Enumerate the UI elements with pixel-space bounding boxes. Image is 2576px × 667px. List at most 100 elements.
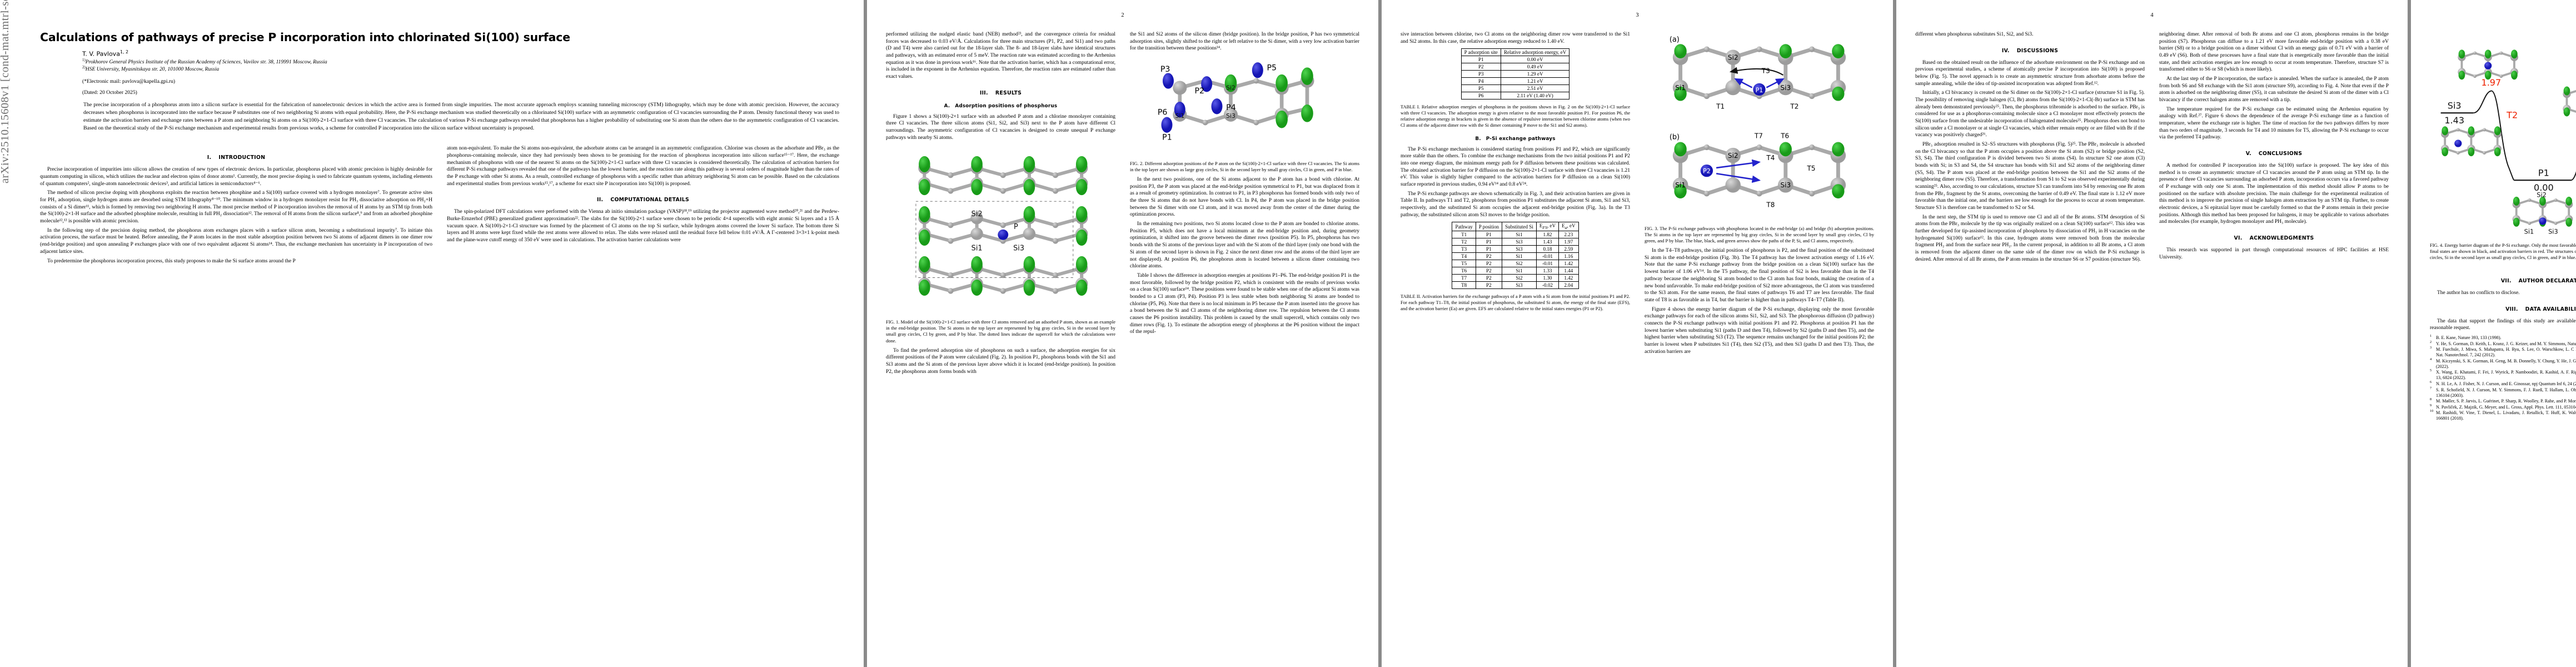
table-2-header-cell: Pathway: [1452, 222, 1476, 232]
figure-3a-svg: Si2 Si1 Si3 P1 T3 T1 T2 (a): [1670, 36, 1846, 110]
figure-3-caption: FIG. 3. The P-Si exchange pathways with …: [1645, 226, 1874, 244]
page-number: 2: [1121, 12, 1124, 18]
section-heading-data-availability: VIII.DATA AVAILABILITY: [2505, 306, 2576, 312]
atom-label-si2: Si2: [1728, 54, 1738, 62]
atom-label-si1: Si1: [1675, 181, 1686, 189]
atom-label-p5: P5: [1267, 63, 1277, 72]
figure-1: Si2 P Si1 Si3 FIG. 1. Model of the Si(10…: [886, 149, 1115, 344]
contact-email: (*Electronic mail: pavlova@kapella.gpi.r…: [82, 78, 176, 84]
figure-4-caption: FIG. 4. Energy barrier diagram of the P-…: [2430, 242, 2576, 261]
paragraph: Table I shows the difference in adsorpti…: [1130, 272, 1359, 335]
section-heading-discussions: IV.DISCUSSIONS: [2001, 47, 2059, 54]
paragraph: Initially, a Cl bivacancy is created on …: [1915, 90, 2145, 138]
paragraph: To predetermine the phosphorus incorpora…: [47, 258, 296, 264]
pathway-label-t8: T8: [1766, 201, 1775, 208]
atom-label-p1: P1: [1756, 87, 1763, 94]
subsection-heading-exchange-pathways: B.P-Si exchange pathways: [1475, 136, 1556, 142]
atom-label-p2: P2: [1703, 167, 1711, 175]
atom-label-si2: Si2: [971, 210, 983, 218]
atom-label-si3: Si3: [2548, 228, 2558, 236]
paragraph: PBr₃ adsorption resulted in S2–S5 struct…: [1915, 142, 2145, 211]
atom-label-si1: Si1: [1675, 84, 1686, 92]
page-1-columns: I.INTRODUCTION Precise incorporation of …: [40, 145, 839, 265]
paragraph: A method for controlled P incorporation …: [2159, 163, 2389, 225]
table-1-caption: TABLE I. Relative adsorption energies of…: [1401, 104, 1630, 128]
page-number: 4: [2150, 12, 2154, 18]
atom-label-si1: Si1: [1175, 112, 1184, 120]
section-heading-results: III.RESULTS: [979, 89, 1022, 96]
atom-label-si2: Si2: [1226, 84, 1235, 91]
paragraph: In the next two positions, one of the Si…: [1130, 177, 1359, 218]
paragraph: Figure 4 shows the energy barrier diagra…: [1645, 306, 1874, 355]
table-row: P adsorption site Relative adsorption en…: [1461, 48, 1570, 57]
paragraph: performed utilizing the nudged elastic b…: [886, 32, 1115, 80]
figure-2-molecule-model: P3 P5 P6 P2 P4 Si2 Si3 Si1 P1: [1130, 60, 1359, 158]
page-title: Calculations of pathways of precise P in…: [40, 31, 570, 44]
atom-label-si3: Si3: [1226, 112, 1235, 120]
initial-final-structures: [2440, 125, 2574, 228]
paragraph: The P-Si exchange mechanism is considere…: [1401, 146, 1630, 187]
pathway-label-t5: T5: [1807, 165, 1816, 172]
paragraph: The P-Si exchange pathways are shown sch…: [1401, 191, 1630, 218]
page-4-columns: different when phosphorus substitutes Si…: [1915, 31, 2389, 263]
paragraph: In the T4–T8 pathways, the initial posit…: [1645, 248, 1874, 303]
atom-label-si2: Si2: [1728, 152, 1738, 160]
section-heading-acknowledgments: VI.ACKNOWLEDGMENTS: [2234, 235, 2314, 242]
page-5-column-left: VII.AUTHOR DECLARATION The author has no…: [2430, 268, 2576, 422]
date-line: (Dated: 20 October 2025): [82, 89, 137, 96]
section-heading-author-declaration: VII.AUTHOR DECLARATION: [2500, 278, 2576, 285]
figure-2: P3 P5 P6 P2 P4 Si2 Si3 Si1 P1 FIG. 2.: [1130, 60, 1359, 173]
figure-2-svg: P3 P5 P6 P2 P4 Si2 Si3 Si1 P1: [1158, 62, 1314, 142]
figure-3-panel-b: P2 Si2 Si1 Si3 T7 T6 T5 T4 T8 (b): [1645, 127, 1874, 222]
atom-label-si1: Si1: [2524, 228, 2534, 236]
paragraph: Based on the obtained result on the infl…: [1915, 59, 2145, 87]
paragraph: different when phosphorus substitutes Si…: [1915, 32, 2034, 37]
pathway-label-t7: T7: [1754, 132, 1763, 140]
page-1-column-left: I.INTRODUCTION Precise incorporation of …: [40, 145, 432, 265]
arxiv-identifier-stamp: arXiv:2510.15608v1 [cond-mat.mtrl-sci] 1…: [0, 0, 11, 183]
state-label-si3: Si3: [2448, 101, 2462, 111]
paper-page-2: 2 performed utilizing the nudged elastic…: [867, 0, 1378, 667]
paper-page-4: 4 different when phosphorus substitutes …: [1896, 0, 2408, 667]
panel-label-b: (b): [1670, 133, 1680, 141]
page-number: 3: [1636, 12, 1639, 18]
paragraph: atom non-equivalent. To make the Si atom…: [447, 146, 839, 187]
figure-4-svg: Si3 1.43 P1 0.00 P2 0.49 Si1 0.48 Si2 0.…: [2440, 48, 2576, 236]
page-1-column-right: atom non-equivalent. To make the Si atom…: [447, 145, 839, 265]
figure-1-caption: FIG. 1. Model of the Si(100)-2×1-Cl surf…: [886, 319, 1115, 344]
paragraph: The data that support the findings of th…: [2430, 318, 2576, 331]
atom-label-p6: P6: [1158, 108, 1168, 117]
state-energy-si3: 1.43: [2444, 115, 2464, 126]
table-1-header-cell: P adsorption site: [1461, 48, 1501, 57]
paragraph: neighboring dimer. After removal of both…: [2159, 32, 2389, 73]
section-heading-computational-details: II.COMPUTATIONAL DETAILS: [597, 197, 689, 203]
paragraph: the Si1 and Si2 atoms of the silicon dim…: [1130, 32, 1359, 52]
table-2: Pathway P position Substituted Si EFS, e…: [1452, 222, 1579, 290]
paper-page-5: 5: [2411, 0, 2576, 667]
state-labels: Si3 1.43 P1 0.00 P2 0.49 Si1 0.48 Si2 0.…: [2444, 101, 2553, 193]
paragraph: The author has no conflicts to disclose.: [2437, 290, 2520, 296]
figure-3: Si2 Si1 Si3 P1 T3 T1 T2 (a): [1645, 31, 1874, 244]
paragraph: To find the preferred adsorption site of…: [886, 347, 1115, 375]
table-2-header-cell: P position: [1475, 222, 1503, 232]
pathway-label-t1: T1: [1716, 102, 1725, 110]
table-2-header-cell: EFS, eV: [1536, 222, 1559, 232]
